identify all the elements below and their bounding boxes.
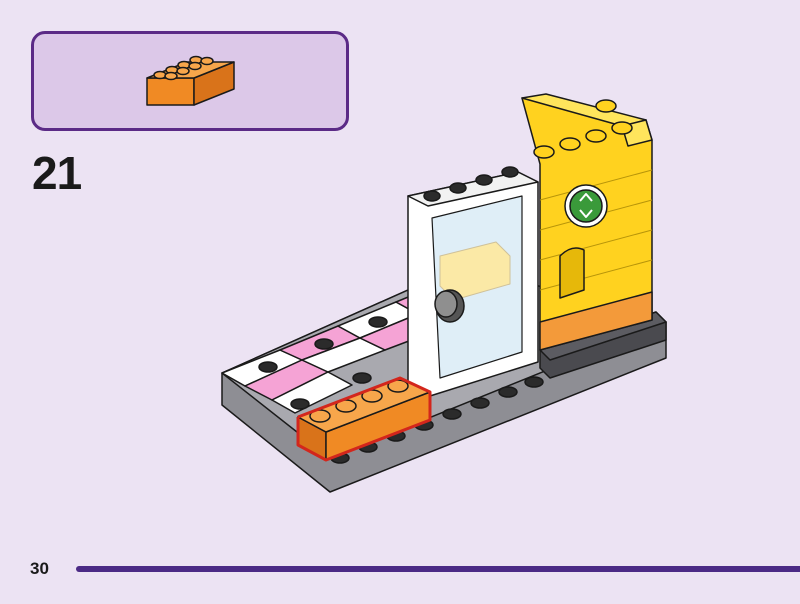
wall-window: [559, 247, 585, 299]
orange-brick-1x4-icon: [146, 55, 235, 106]
orange-strip: [539, 291, 653, 351]
stud: [290, 398, 310, 410]
model-illustration: [221, 93, 667, 493]
stud: [352, 372, 372, 384]
stud: [498, 386, 518, 398]
stud: [585, 129, 607, 143]
stud: [442, 408, 462, 420]
stud: [423, 190, 441, 202]
stud: [314, 338, 334, 350]
stud: [501, 166, 519, 178]
stud: [611, 121, 633, 135]
stud: [449, 182, 467, 194]
stud: [595, 99, 617, 113]
page-number: 30: [30, 559, 49, 578]
stud: [470, 397, 490, 409]
stud: [368, 316, 388, 328]
stud: [533, 145, 555, 159]
stud: [258, 361, 278, 373]
stud: [559, 137, 581, 151]
stud: [475, 174, 493, 186]
footer-rule: [76, 566, 800, 572]
parts-callout: [31, 31, 349, 131]
new-orange-brick: [296, 376, 432, 462]
step-number: 21: [32, 147, 82, 199]
stud: [524, 376, 544, 388]
